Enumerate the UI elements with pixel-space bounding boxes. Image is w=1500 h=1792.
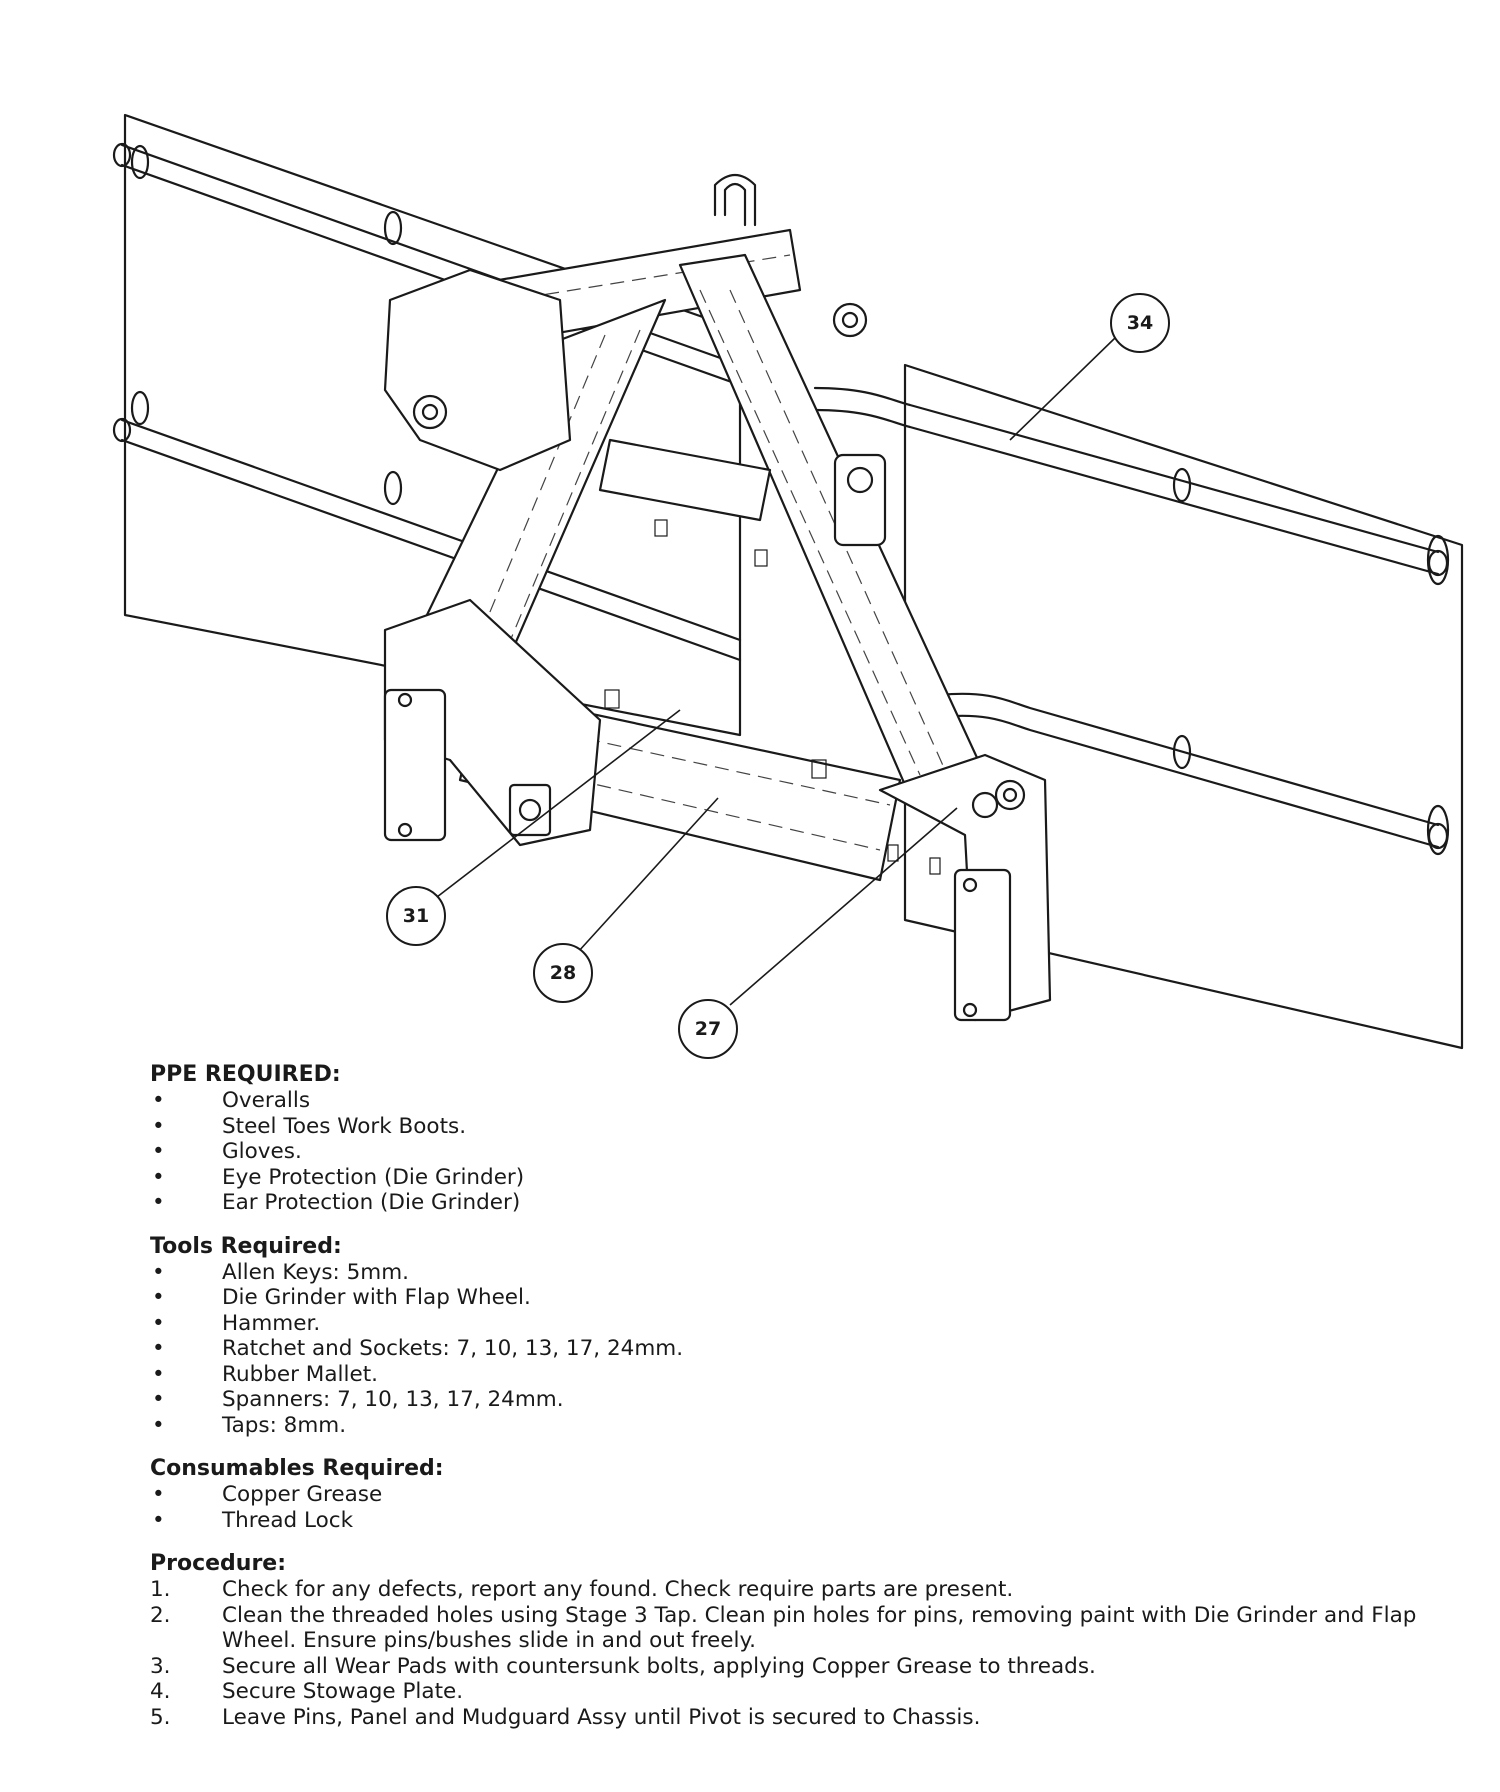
leader-27 bbox=[729, 807, 958, 1006]
list-item: •Thread Lock bbox=[152, 1507, 354, 1533]
bullet-icon: • bbox=[152, 1088, 165, 1113]
bullet-icon: • bbox=[152, 1412, 165, 1438]
ppe-section: PPE REQUIRED: •Overalls •Steel Toes Work… bbox=[150, 1062, 1480, 1216]
step-number: 5. bbox=[150, 1704, 171, 1730]
a-frame bbox=[383, 173, 1052, 1022]
callout-28: 28 bbox=[533, 943, 593, 1003]
assembly-drawing-svg: 34 31 28 27 bbox=[112, 113, 1464, 1059]
bullet-icon: • bbox=[152, 1164, 165, 1190]
ppe-title: PPE REQUIRED: bbox=[150, 1062, 341, 1087]
callout-28-label: 28 bbox=[550, 962, 576, 984]
list-item: •Steel Toes Work Boots. bbox=[152, 1113, 467, 1139]
bullet-icon: • bbox=[152, 1285, 165, 1310]
consumables-list: •Copper Grease •Thread Lock bbox=[150, 1482, 1480, 1533]
list-item: •Hammer. bbox=[152, 1310, 321, 1336]
step-number: 4. bbox=[150, 1679, 171, 1704]
list-item: •Die Grinder with Flap Wheel. bbox=[152, 1285, 531, 1310]
list-item: •Taps: 8mm. bbox=[152, 1412, 347, 1438]
callout-31-label: 31 bbox=[403, 905, 429, 927]
consumables-title: Consumables Required: bbox=[150, 1456, 444, 1481]
callout-27-label: 27 bbox=[695, 1018, 721, 1040]
tools-section: Tools Required: •Allen Keys: 5mm. •Die G… bbox=[150, 1234, 1480, 1439]
bullet-icon: • bbox=[152, 1387, 165, 1412]
assembly-drawing: 34 31 28 27 bbox=[112, 113, 1464, 1059]
callout-31: 31 bbox=[386, 886, 446, 946]
procedure-step: 4.Secure Stowage Plate. bbox=[150, 1679, 464, 1704]
bullet-icon: • bbox=[152, 1259, 165, 1285]
list-item: •Ear Protection (Die Grinder) bbox=[152, 1190, 521, 1215]
leader-31 bbox=[436, 709, 681, 898]
procedure-section: Procedure: 1.Check for any defects, repo… bbox=[150, 1551, 1480, 1730]
callout-27: 27 bbox=[678, 999, 738, 1059]
bullet-icon: • bbox=[152, 1336, 165, 1361]
list-item: •Overalls bbox=[152, 1088, 311, 1113]
bullet-icon: • bbox=[152, 1361, 165, 1387]
instructions: PPE REQUIRED: •Overalls •Steel Toes Work… bbox=[150, 1062, 1480, 1748]
right-rail-brackets bbox=[1172, 467, 1450, 856]
procedure-step: 3.Secure all Wear Pads with countersunk … bbox=[150, 1653, 1096, 1679]
tools-list: •Allen Keys: 5mm. •Die Grinder with Flap… bbox=[150, 1260, 1480, 1439]
list-item: •Eye Protection (Die Grinder) bbox=[152, 1164, 525, 1190]
bullet-icon: • bbox=[152, 1139, 165, 1164]
bullet-icon: • bbox=[152, 1310, 165, 1336]
bullet-icon: • bbox=[152, 1482, 165, 1507]
tools-title: Tools Required: bbox=[150, 1233, 342, 1259]
leader-34 bbox=[1009, 337, 1116, 441]
step-number: 3. bbox=[150, 1653, 171, 1679]
list-item: •Spanners: 7, 10, 13, 17, 24mm. bbox=[152, 1387, 564, 1412]
ppe-list: •Overalls •Steel Toes Work Boots. •Glove… bbox=[150, 1088, 1480, 1216]
procedure-step: 2.Clean the threaded holes using Stage 3… bbox=[150, 1602, 1417, 1654]
bullet-icon: • bbox=[152, 1113, 165, 1139]
list-item: •Allen Keys: 5mm. bbox=[152, 1259, 410, 1285]
step-number: 2. bbox=[150, 1602, 171, 1628]
list-item: •Copper Grease bbox=[152, 1482, 383, 1507]
callout-34-label: 34 bbox=[1127, 312, 1153, 334]
bullet-icon: • bbox=[152, 1190, 165, 1215]
list-item: •Gloves. bbox=[152, 1139, 302, 1164]
bullet-icon: • bbox=[152, 1507, 165, 1533]
consumables-section: Consumables Required: •Copper Grease •Th… bbox=[150, 1456, 1480, 1533]
left-rail-brackets bbox=[130, 144, 403, 506]
step-number: 1. bbox=[150, 1577, 171, 1602]
procedure-step: 5.Leave Pins, Panel and Mudguard Assy un… bbox=[150, 1704, 981, 1730]
list-item: •Ratchet and Sockets: 7, 10, 13, 17, 24m… bbox=[152, 1336, 684, 1361]
procedure-title: Procedure: bbox=[150, 1551, 287, 1576]
leader-28 bbox=[577, 797, 719, 953]
procedure-step: 1.Check for any defects, report any foun… bbox=[150, 1577, 1014, 1602]
procedure-list: 1.Check for any defects, report any foun… bbox=[150, 1577, 1480, 1730]
left-lower-rail bbox=[112, 417, 742, 662]
list-item: •Rubber Mallet. bbox=[152, 1361, 378, 1387]
callout-34: 34 bbox=[1110, 293, 1170, 353]
